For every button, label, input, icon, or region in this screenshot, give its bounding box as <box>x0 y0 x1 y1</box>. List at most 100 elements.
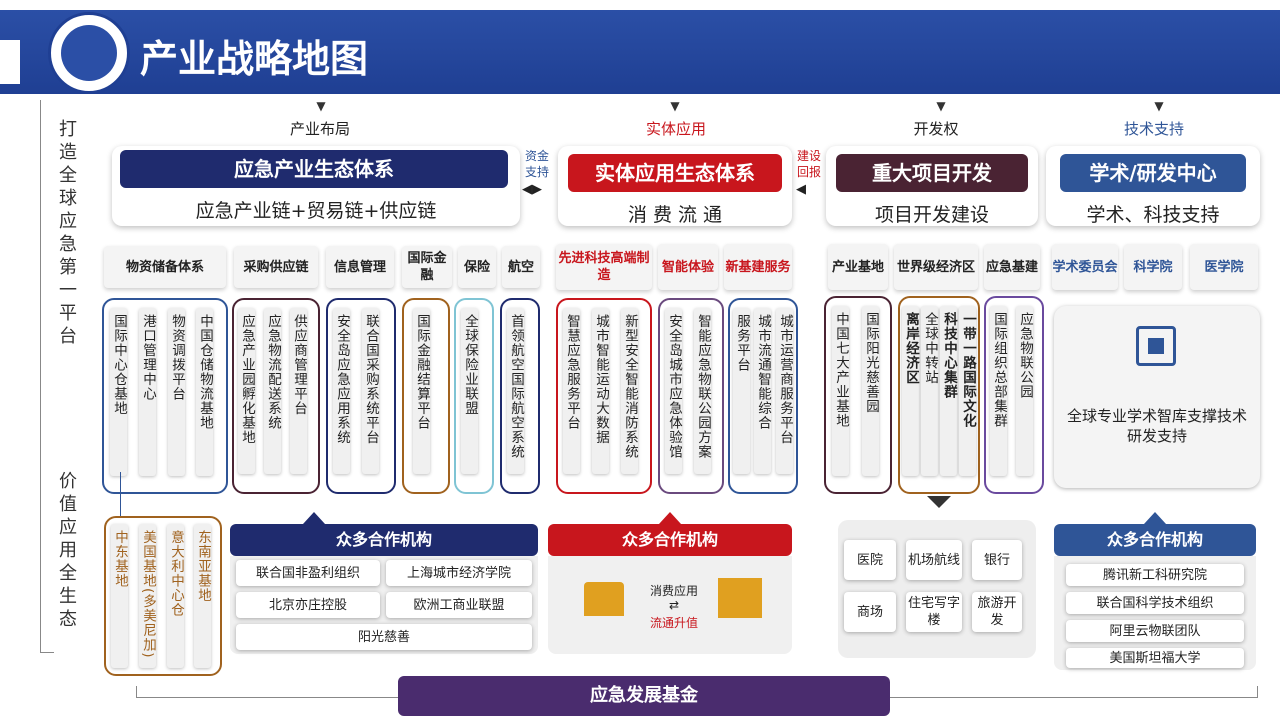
store-icon <box>584 582 624 616</box>
item-card: 东南亚基地 <box>194 524 211 668</box>
places-panel: 医院 机场航线 银行 商场 住宅写字楼 旅游开发 <box>838 520 1036 658</box>
industry-eco-title: 应急产业生态体系 <box>120 150 508 188</box>
coop-title-2: 众多合作机构 <box>548 524 792 556</box>
consume-label: 消费应用 <box>649 584 698 598</box>
header-bar <box>0 10 1280 94</box>
coop-item: 阿里云物联团队 <box>1066 620 1244 642</box>
coop-item: 美国斯坦福大学 <box>1066 648 1244 668</box>
up-pointer-icon <box>303 512 325 524</box>
coop-title-3: 众多合作机构 <box>1054 524 1256 556</box>
left-label-bottom: 价值应用全生态 <box>59 471 77 630</box>
tag-academic-committee: 学术委员会 <box>1052 244 1118 290</box>
chip-icon <box>1136 326 1176 366</box>
item-card: 全球保险业联盟 <box>461 308 478 474</box>
major-project-box: 重大项目开发 项目开发建设 <box>826 146 1038 226</box>
school-logo <box>48 12 130 94</box>
group-overseas-bases: 中东基地 美国基地(多美尼加) 意大利中心仓 东南亚基地 <box>104 516 222 676</box>
up-pointer-icon <box>1144 512 1166 524</box>
item-card: 一带一路国际文化 <box>959 306 976 476</box>
down-arrow-icon: ▼ <box>1154 99 1164 113</box>
left-arrow-icon: ◀ <box>796 182 806 197</box>
tag-material-reserve: 物资储备体系 <box>104 246 226 288</box>
item-card: 安全岛应急应用系统 <box>333 308 350 474</box>
tech-support-card: 全球专业学术智库支撑技术研发支持 <box>1054 306 1260 488</box>
coop-item: 联合国科学技术组织 <box>1066 592 1244 614</box>
tag-academy: 科学院 <box>1124 244 1182 290</box>
down-arrow-icon: ▼ <box>316 99 326 113</box>
column-head-2: 实体应用 <box>645 120 706 138</box>
tag-aviation: 航空 <box>502 246 540 288</box>
item-card: 首领航空国际航空系统 <box>507 308 524 474</box>
tag-advanced-tech: 先进科技高端制造 <box>556 244 652 290</box>
item-card: 离岸经济区 <box>902 306 919 476</box>
item-card: 意大利中心仓 <box>167 524 184 668</box>
group-info-management: 安全岛应急应用系统 联合国采购系统平台 <box>326 298 396 494</box>
item-card: 中国七大产业基地 <box>832 306 849 476</box>
industry-eco-sub: 应急产业链+贸易链+供应链 <box>195 200 437 222</box>
item-card: 国际阳光慈善园 <box>862 306 879 476</box>
place-item: 住宅写字楼 <box>906 592 962 632</box>
coop-item: 上海城市经济学院 <box>386 560 532 586</box>
group-advanced-tech: 智慧应急服务平台 城市智能运动大数据 新型安全智能消防系统 <box>556 298 652 494</box>
double-arrow-icon: ◀▶ <box>522 182 542 197</box>
tech-support-text: 全球专业学术智库支撑技术研发支持 <box>1066 407 1247 445</box>
group-economic-zone: 离岸经济区 全球中转站 科技中心集群 一带一路国际文化 <box>898 296 980 494</box>
tag-insurance: 保险 <box>458 246 496 288</box>
coop-item: 北京亦庄控股 <box>236 592 380 618</box>
group-material-reserve: 国际中心仓基地 港口管理中心 物资调拨平台 中国仓储物流基地 <box>102 298 228 494</box>
coop-item: 联合国非盈利组织 <box>236 560 380 586</box>
research-center-sub: 学术、科技支持 <box>1086 204 1220 226</box>
coop-title-1: 众多合作机构 <box>230 524 538 556</box>
group-emergency-infra: 国际组织总部集群 应急物联公园 <box>984 296 1044 494</box>
entity-eco-title: 实体应用生态体系 <box>568 154 782 192</box>
construction-return-label: 建设回报 <box>796 149 821 179</box>
item-card: 国际中心仓基地 <box>110 308 127 476</box>
entity-eco-sub: 消 费 流 通 <box>627 204 723 226</box>
down-arrow-icon: ▼ <box>670 99 680 113</box>
item-card: 应急物联公园 <box>1016 306 1033 476</box>
item-card: 应急产业园孵化基地 <box>238 308 255 474</box>
item-card: 美国基地(多美尼加) <box>139 524 156 668</box>
item-card: 科技中心集群 <box>940 306 957 476</box>
item-card: 智能应急物联公园方案 <box>694 308 711 474</box>
item-card: 新型安全智能消防系统 <box>621 308 638 474</box>
tag-medical-school: 医学院 <box>1190 244 1258 290</box>
group-new-infra: 服务平台 城市流通智能综合 城市运营商服务平台 <box>728 298 798 494</box>
place-item: 旅游开发 <box>972 592 1022 632</box>
industry-eco-box: 应急产业生态体系 应急产业链+贸易链+供应链 <box>112 146 520 226</box>
place-item: 医院 <box>844 540 896 580</box>
coop-item: 腾讯新工科研究院 <box>1066 564 1244 586</box>
circulation-label: 流通升值 <box>649 616 698 630</box>
item-card: 中东基地 <box>111 524 128 668</box>
tag-industry-base: 产业基地 <box>828 244 888 290</box>
fund-bar: 应急发展基金 <box>398 676 890 716</box>
item-card: 物资调拨平台 <box>168 308 185 476</box>
item-card: 城市运营商服务平台 <box>776 308 793 474</box>
left-bracket-foot <box>40 652 54 653</box>
item-card: 城市流通智能综合 <box>754 308 771 474</box>
item-card: 联合国采购系统平台 <box>362 308 379 474</box>
research-center-box: 学术/研发中心 学术、科技支持 <box>1046 146 1260 226</box>
up-pointer-icon <box>659 512 681 524</box>
buildings-icon <box>718 578 762 618</box>
down-pointer-icon <box>927 496 951 508</box>
tag-info-management: 信息管理 <box>326 246 394 288</box>
item-card: 安全岛城市应急体验馆 <box>665 308 682 474</box>
group-procurement: 应急产业园孵化基地 应急物流配送系统 供应商管理平台 <box>232 298 320 494</box>
funding-support-label: 资金支持 <box>524 149 549 179</box>
item-card: 国际组织总部集群 <box>990 306 1007 476</box>
connector-line <box>120 472 121 516</box>
coop-item: 欧洲工商业联盟 <box>386 592 532 618</box>
item-card: 服务平台 <box>733 308 750 474</box>
coop-panel-3: 腾讯新工科研究院 联合国科学技术组织 阿里云物联团队 美国斯坦福大学 <box>1054 556 1256 670</box>
down-arrow-icon: ▼ <box>936 99 946 113</box>
entity-eco-box: 实体应用生态体系 消 费 流 通 <box>558 146 792 226</box>
tag-procurement: 采购供应链 <box>234 246 318 288</box>
item-card: 供应商管理平台 <box>290 308 307 474</box>
left-label-top: 打造全球应急第一平台 <box>59 119 77 347</box>
tag-intl-finance: 国际金融 <box>402 246 452 288</box>
left-bracket-line <box>40 100 41 652</box>
major-project-sub: 项目开发建设 <box>874 204 989 226</box>
coop-panel-1: 联合国非盈利组织 上海城市经济学院 北京亦庄控股 欧洲工商业联盟 阳光慈善 <box>230 556 538 654</box>
logo-emblem-icon <box>61 25 117 81</box>
